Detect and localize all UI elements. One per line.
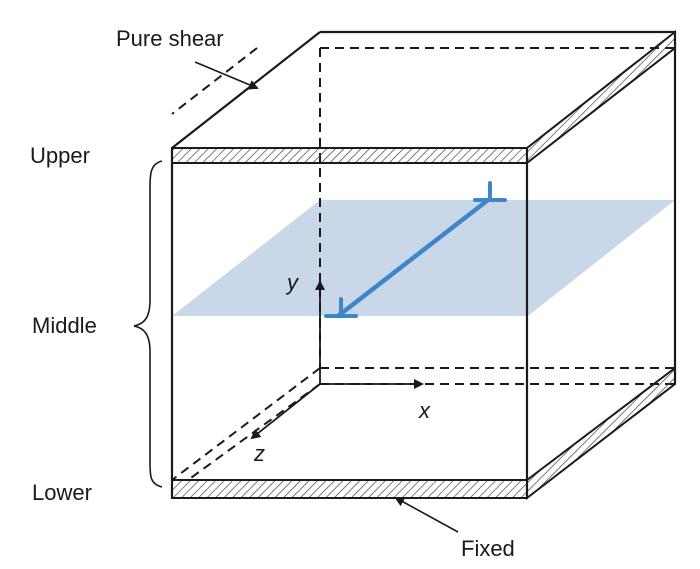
fixed-arrow — [394, 497, 459, 533]
lower-label: Lower — [32, 480, 92, 505]
box-edges — [170, 30, 677, 498]
y-axis-label: y — [287, 270, 298, 295]
coordinate-axes — [250, 280, 424, 440]
x-axis-label: x — [419, 398, 430, 423]
upper-label: Upper — [30, 143, 90, 168]
pure-shear-arrow — [194, 61, 259, 90]
curly-brace-icon — [133, 160, 163, 488]
z-axis-label: z — [254, 441, 265, 466]
pure-shear-label: Pure shear — [116, 26, 224, 51]
glide-plane — [172, 200, 675, 316]
fixed-label: Fixed — [461, 536, 515, 561]
dislocation — [324, 181, 507, 319]
middle-label: Middle — [32, 313, 97, 338]
